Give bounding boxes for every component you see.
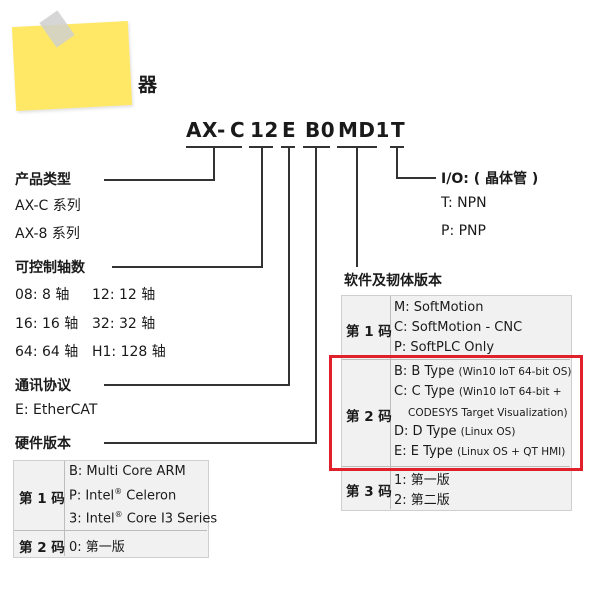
code-md1: MD1 <box>338 118 390 142</box>
software-item: 2: 第二版 <box>394 493 450 508</box>
heading-char: 器 <box>138 74 158 96</box>
hardware-item: 0: 第一版 <box>69 540 125 555</box>
connector-comm-h <box>104 384 290 386</box>
code-dash: - <box>217 118 226 142</box>
connector-axes-h <box>112 266 263 268</box>
product-type-title: 产品类型 <box>15 172 71 188</box>
connector-sw-v <box>356 147 358 267</box>
connector-type-h <box>104 179 215 181</box>
axes-item: 64: 64 轴 <box>15 344 79 360</box>
connector-axes-v <box>261 147 263 267</box>
software-item: P: SoftPLC Only <box>394 340 495 355</box>
io-title: I/O: ( 晶体管 ) <box>441 171 539 187</box>
software-item: M: SoftMotion <box>394 300 484 315</box>
hardware-item: 3: Intel® Core I3 Series <box>69 510 218 527</box>
code-12: 12 <box>250 118 279 142</box>
axes-item: 12: 12 轴 <box>92 287 156 303</box>
connector-io-v <box>396 147 398 179</box>
hardware-item: B: Multi Core ARM <box>69 464 186 479</box>
product-type-item: AX-C 系列 <box>15 198 81 214</box>
comm-item: E: EtherCAT <box>15 402 98 418</box>
software-item: D: D Type (Linux OS) <box>394 424 516 439</box>
hardware-table-vsep <box>64 461 65 556</box>
io-item: P: PNP <box>441 223 486 239</box>
io-item: T: NPN <box>441 195 487 211</box>
software-table <box>341 295 572 511</box>
connector-type-v <box>213 147 215 180</box>
axes-item: 08: 8 轴 <box>15 287 70 303</box>
axes-item: 32: 32 轴 <box>92 316 156 332</box>
hardware-table <box>13 460 209 558</box>
software-row3-label: 第 3 码 <box>346 484 392 500</box>
software-table-sep <box>342 466 570 467</box>
axes-item: 16: 16 轴 <box>15 316 79 332</box>
software-table-sep <box>342 359 570 360</box>
highlight-box <box>329 355 583 471</box>
software-row2-label: 第 2 码 <box>346 409 392 425</box>
software-item: 1: 第一版 <box>394 473 450 488</box>
connector-hw-h <box>104 442 317 444</box>
hardware-item: P: Intel® Celeron <box>69 487 177 504</box>
software-row1-label: 第 1 码 <box>346 324 392 340</box>
hardware-row2-label: 第 2 码 <box>19 540 65 556</box>
product-type-item: AX-8 系列 <box>15 226 80 242</box>
connector-hw-v <box>315 147 317 443</box>
software-item: C: SoftMotion - CNC <box>394 320 523 335</box>
connector-comm-v <box>288 147 290 385</box>
connector-io-h <box>396 177 436 179</box>
code-ax: AX <box>186 118 218 142</box>
hardware-title: 硬件版本 <box>15 436 71 452</box>
software-item: CODESYS Target Visualization) <box>408 407 568 419</box>
axes-title: 可控制轴数 <box>15 260 85 276</box>
software-item: C: C Type (Win10 IoT 64-bit + <box>394 384 562 399</box>
code-b0: B0 <box>305 118 336 142</box>
comm-title: 通讯协议 <box>15 378 71 394</box>
code-c: C <box>230 118 246 142</box>
software-item: B: B Type (Win10 IoT 64-bit OS) <box>394 364 572 379</box>
code-e: E <box>282 118 297 142</box>
code-t: T <box>391 118 406 142</box>
software-table-vsep <box>390 296 391 509</box>
software-title: 软件及韧体版本 <box>344 273 442 289</box>
axes-item: H1: 128 轴 <box>92 344 166 360</box>
hardware-table-sep <box>14 530 207 531</box>
software-item: E: E Type (Linux OS + QT HMI) <box>394 444 566 459</box>
hardware-row1-label: 第 1 码 <box>19 491 65 507</box>
